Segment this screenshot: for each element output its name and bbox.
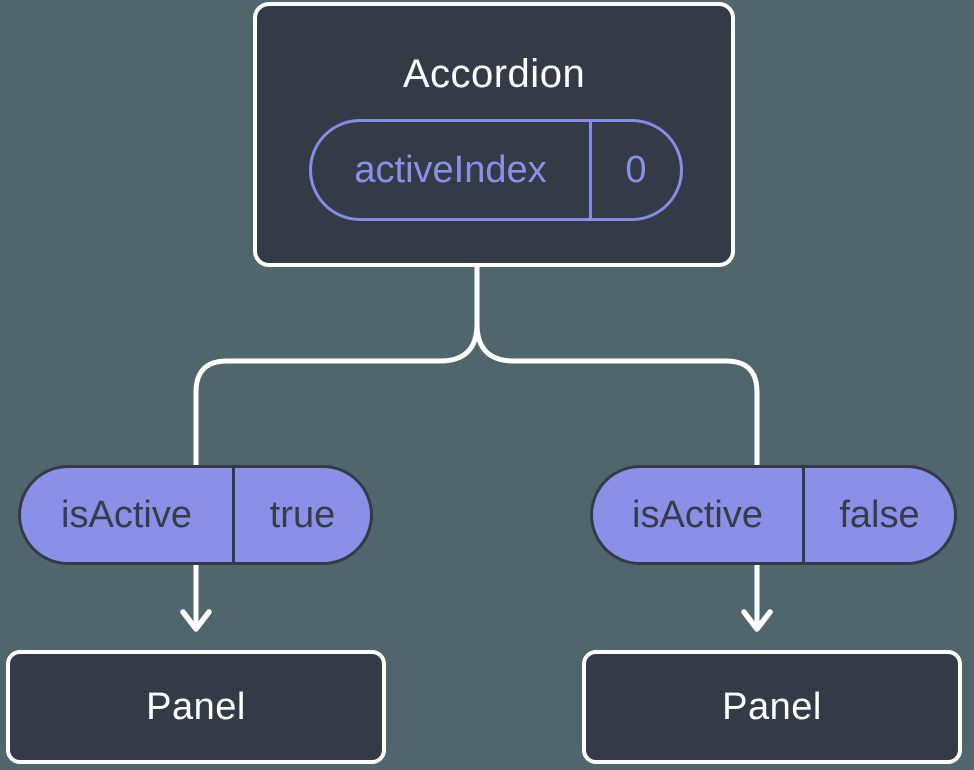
prop-value-label: false [839,493,920,536]
arrow-down-icon-left [180,609,212,632]
prop-pill-is-active-true: isActive true [18,465,373,565]
state-name-label: activeIndex [354,148,547,191]
prop-name-label: isActive [61,493,192,536]
component-node-panel-left: Panel [6,650,386,764]
state-value-label: 0 [625,148,647,191]
pill-divider [232,468,235,562]
arrow-down-icon-right [741,609,773,632]
component-node-accordion: Accordion activeIndex 0 [253,2,735,267]
connector-line-right [474,261,760,629]
prop-value-label: true [269,493,336,536]
state-pill-active-index: activeIndex 0 [309,119,683,221]
pill-divider [589,122,592,218]
pill-divider [802,468,805,562]
prop-name-label: isActive [632,493,763,536]
component-title: Accordion [402,52,586,96]
prop-pill-is-active-false: isActive false [590,465,957,565]
connector-line-left [193,261,480,629]
component-node-panel-right: Panel [582,650,962,764]
